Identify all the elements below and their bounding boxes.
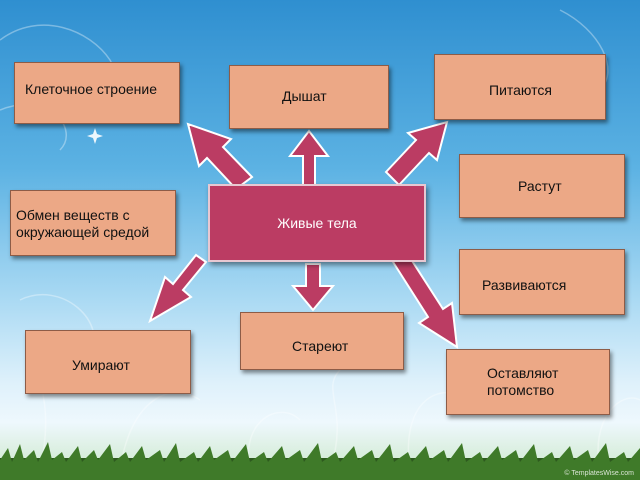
box-develop: Развиваются xyxy=(459,249,625,315)
center-box: Живые тела xyxy=(208,184,426,262)
box-grow-label: Растут xyxy=(518,178,562,194)
grass-decoration xyxy=(0,442,640,480)
box-grow: Растут xyxy=(459,154,625,218)
box-develop-label: Развиваются xyxy=(482,277,567,293)
box-cell-structure-label: Клеточное строение xyxy=(25,81,157,97)
arrow-to-cell xyxy=(186,122,254,191)
box-age: Стареют xyxy=(240,312,404,370)
box-die-label: Умирают xyxy=(72,357,130,373)
box-cell-structure: Клеточное строение xyxy=(14,62,180,124)
box-breathe: Дышат xyxy=(229,65,389,129)
box-feed: Питаются xyxy=(434,54,606,120)
box-die: Умирают xyxy=(25,330,191,394)
box-age-label: Стареют xyxy=(292,338,349,354)
box-offspring-label: Оставляют потомство xyxy=(487,365,559,398)
box-feed-label: Питаются xyxy=(489,82,552,98)
watermark: © TemplatesWise.com xyxy=(564,470,634,477)
box-breathe-label: Дышат xyxy=(282,88,327,104)
center-label: Живые тела xyxy=(277,215,357,231)
arrow-to-die xyxy=(148,253,208,324)
arrow-to-breathe xyxy=(287,129,331,186)
arrow-to-offspring xyxy=(391,251,459,349)
arrow-to-feed xyxy=(384,120,449,187)
box-metabolism-label: Обмен веществ с окружающей средой xyxy=(16,207,150,240)
arrow-to-age xyxy=(290,263,336,312)
box-metabolism: Обмен веществ с окружающей средой xyxy=(10,190,176,256)
box-offspring: Оставляют потомство xyxy=(446,349,610,415)
